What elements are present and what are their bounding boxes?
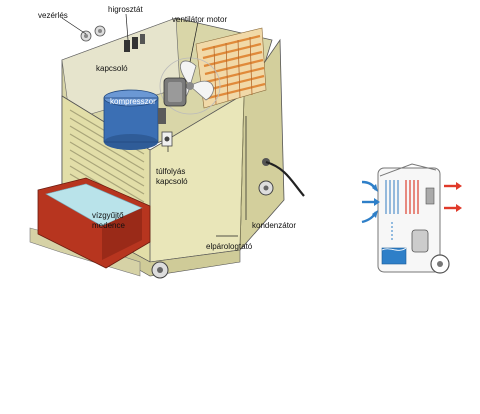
label-tulfolyas-2: kapcsoló — [156, 177, 188, 186]
control-knobs — [80, 25, 106, 42]
schematic-condenser — [405, 180, 419, 214]
compressor — [103, 89, 166, 150]
label-vizgyujto-2: medence — [92, 221, 125, 230]
label-elparologtato: elpárologtató — [206, 242, 253, 251]
label-ventilator-motor: ventilátor motor — [172, 15, 227, 24]
label-tulfolyas-1: túlfolyás — [156, 167, 185, 176]
label-kapcsolo: kapcsoló — [96, 64, 128, 73]
schematic-evaporator — [385, 180, 399, 214]
airflow-schematic — [361, 163, 462, 274]
fan-motor — [163, 77, 187, 107]
hygrostat-switch — [124, 34, 145, 52]
castor-wheels — [151, 180, 274, 279]
schematic-air-in-arrows — [361, 180, 380, 224]
schematic-air-out-arrows — [444, 182, 462, 212]
power-cord — [262, 158, 305, 197]
label-kompresszor: kompresszor — [110, 97, 156, 106]
water-tank — [29, 177, 151, 277]
label-higrosztat: higrosztát — [108, 5, 143, 14]
label-kondenzator: kondenzátor — [252, 221, 296, 230]
overflow-switch — [161, 131, 173, 147]
label-vizgyujto-1: vízgyűjtő — [92, 211, 124, 220]
label-vezerles: vezérlés — [38, 11, 68, 20]
leader-lines — [61, 13, 247, 237]
